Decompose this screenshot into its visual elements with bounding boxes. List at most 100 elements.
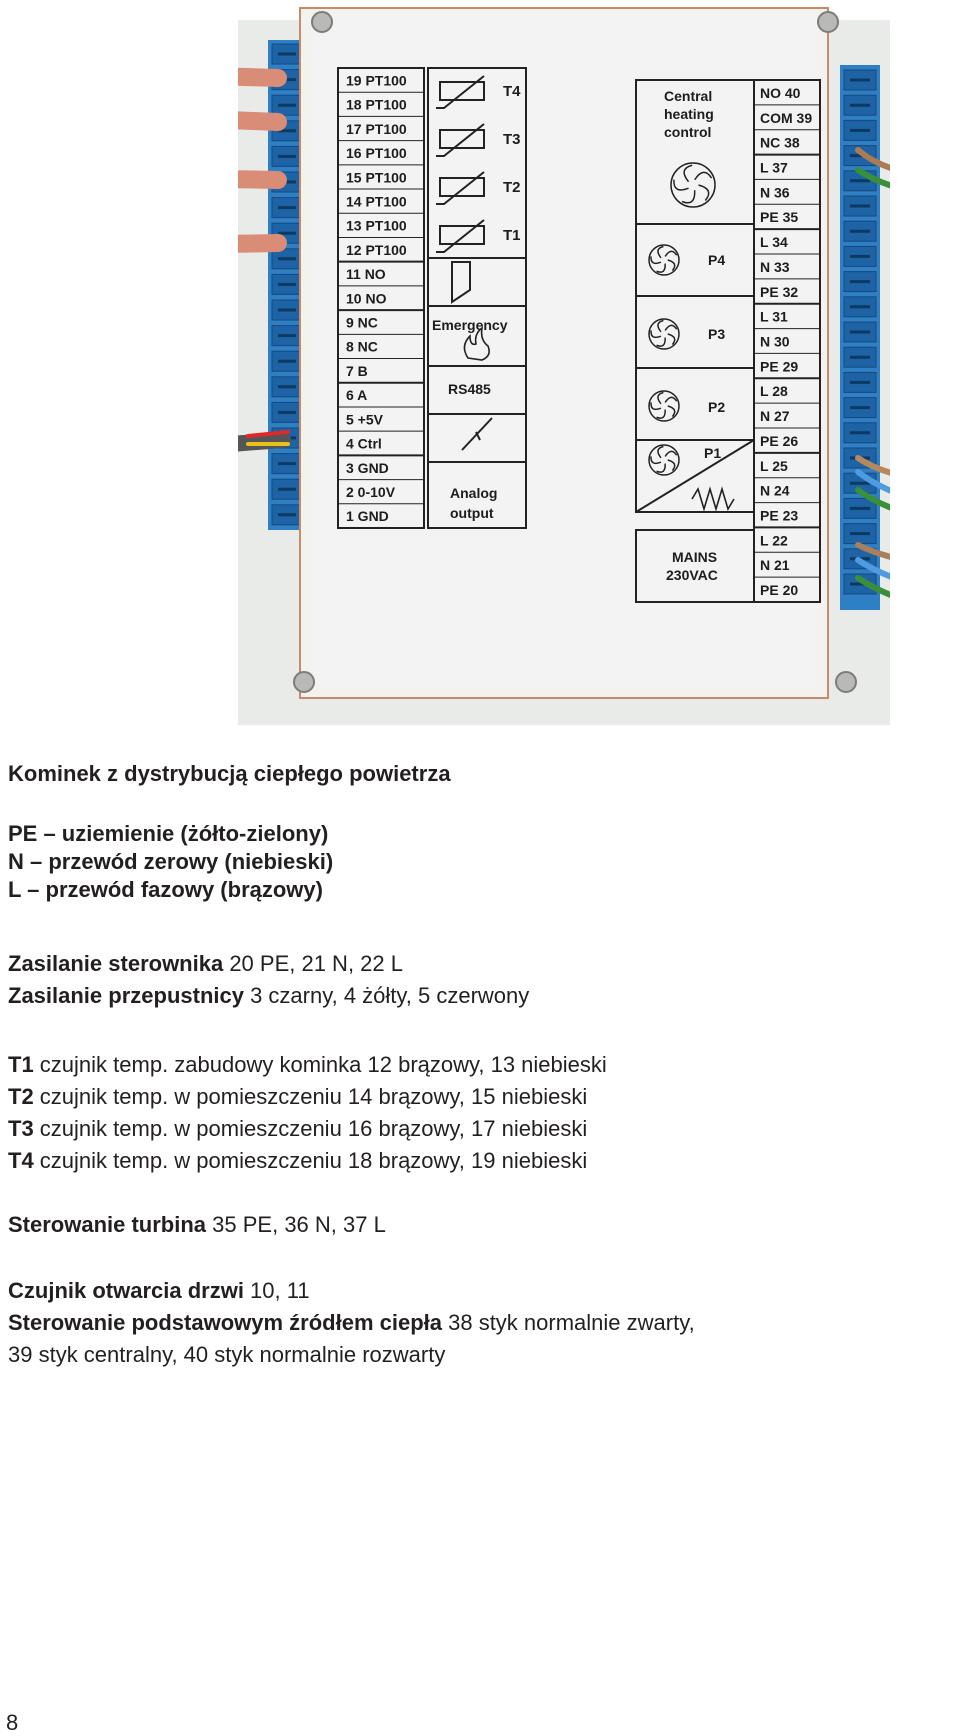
fan-icon <box>648 318 680 350</box>
fan-blade <box>656 463 666 473</box>
right-terminal-label: N 21 <box>760 557 790 573</box>
fan-blade <box>657 445 664 459</box>
fan-icon <box>648 390 680 422</box>
central-heating-label-line2: heating <box>664 106 714 122</box>
central-heating-label-line1: Central <box>664 88 712 104</box>
fan-blade <box>681 190 696 204</box>
fan-blade <box>694 171 713 181</box>
right-terminal-label: L 22 <box>760 532 788 548</box>
legend-pe: PE – uziemienie (żółto-zielony) <box>8 821 329 846</box>
fan-icon <box>670 162 716 208</box>
fan-blade <box>650 330 662 339</box>
fan-blade <box>650 256 662 265</box>
power-label: Zasilanie sterownika <box>8 951 224 976</box>
left-terminal-label: 11 NO <box>346 266 386 282</box>
thermistor-icon <box>439 81 485 101</box>
t3-line: T3 czujnik temp. w pomieszczeniu 16 brąz… <box>8 1115 587 1143</box>
damper-value: 3 czarny, 4 żółty, 5 czerwony <box>243 983 530 1008</box>
fan-icon <box>648 244 680 276</box>
fan-blade <box>650 402 662 411</box>
fan-blade <box>667 459 676 472</box>
legend-l: L – przewód fazowy (brązowy) <box>8 877 323 902</box>
left-terminal-label: 15 PT100 <box>346 169 407 185</box>
turbine-line: Sterowanie turbina 35 PE, 36 N, 37 L <box>8 1211 386 1239</box>
right-terminal-label: L 31 <box>760 309 788 325</box>
fan-blade <box>656 337 666 347</box>
right-terminal-label: L 28 <box>760 383 788 399</box>
right-terminal-label: PE 29 <box>760 358 798 374</box>
fan-blade <box>664 396 678 403</box>
t4-value: czujnik temp. w pomieszczeniu 18 brązowy… <box>33 1148 588 1173</box>
fan-blade <box>664 324 678 331</box>
t2-line: T2 czujnik temp. w pomieszczeniu 14 brąz… <box>8 1083 587 1111</box>
source-line: Sterowanie podstawowym źródłem ciepła 38… <box>8 1309 695 1337</box>
left-terminal-label: 12 PT100 <box>346 242 407 258</box>
fan-blade <box>656 263 666 273</box>
fan-blade <box>664 250 678 257</box>
left-terminal-label: 13 PT100 <box>346 218 407 234</box>
thermistor-icon <box>439 177 485 197</box>
source-line-2: 39 styk centralny, 40 styk normalnie roz… <box>8 1342 446 1367</box>
fan-blade <box>657 245 664 259</box>
left-terminal-label: 19 PT100 <box>346 72 407 88</box>
legend-n: N – przewód zerowy (niebieski) <box>8 849 334 874</box>
fan-blade <box>673 179 689 191</box>
fan-icon <box>648 444 680 476</box>
power-value: 20 PE, 21 N, 22 L <box>223 951 403 976</box>
sensor-label-t3: T3 <box>503 131 521 148</box>
turbine-value: 35 PE, 36 N, 37 L <box>206 1212 386 1237</box>
pump-label-p4: P4 <box>708 252 725 268</box>
rs485-label: RS485 <box>448 381 491 397</box>
left-terminal-label: 9 NC <box>346 315 378 331</box>
fan-blade <box>667 405 676 418</box>
left-terminal-label: 17 PT100 <box>346 121 407 137</box>
fan-blade <box>683 164 693 183</box>
door-sensor-symbol <box>451 261 471 304</box>
door-line: Czujnik otwarcia drzwi 10, 11 <box>8 1277 310 1305</box>
t2-label: T2 <box>8 1084 34 1109</box>
source-label: Sterowanie podstawowym źródłem ciepła <box>8 1310 442 1335</box>
fan-blade <box>657 391 664 405</box>
analog-output-label-line1: Analog <box>450 485 497 501</box>
page-number: 8 <box>6 1710 19 1735</box>
source-value: 38 styk normalnie zwarty, <box>442 1310 695 1335</box>
left-terminal-label: 1 GND <box>346 508 389 524</box>
thermistor-slash <box>436 123 485 157</box>
heading: Kominek z dystrybucją ciepłego powietrza <box>8 761 451 786</box>
t4-label: T4 <box>8 1148 34 1173</box>
right-terminal-label: N 36 <box>760 184 790 200</box>
door-label: Czujnik otwarcia drzwi <box>8 1278 244 1303</box>
mains-label-line1: MAINS <box>672 549 717 565</box>
damper-label: Zasilanie przepustnicy <box>8 983 244 1008</box>
t2-value: czujnik temp. w pomieszczeniu 14 brązowy… <box>33 1084 588 1109</box>
mains-label-line2: 230VAC <box>666 567 718 583</box>
right-terminal-label: PE 20 <box>760 582 798 598</box>
analog-output-symbol <box>461 417 493 451</box>
right-terminal-label: PE 26 <box>760 433 798 449</box>
left-terminal-label: 8 NC <box>346 339 378 355</box>
turbine-label: Sterowanie turbina <box>8 1212 207 1237</box>
analog-output-label-line2: output <box>450 505 494 521</box>
flame-icon <box>463 326 490 361</box>
pump-label-p3: P3 <box>708 326 725 342</box>
right-terminal-label: L 34 <box>760 234 788 250</box>
t3-value: czujnik temp. w pomieszczeniu 16 brązowy… <box>33 1116 588 1141</box>
right-terminal-label: N 24 <box>760 483 790 499</box>
t1-label: T1 <box>8 1052 34 1077</box>
thermistor-slash <box>436 75 485 109</box>
left-terminal-label: 4 Ctrl <box>346 436 382 452</box>
fan-blade <box>667 333 676 346</box>
left-terminal-label: 2 0-10V <box>346 484 396 500</box>
left-terminal-label: 7 B <box>346 363 368 379</box>
pump-label-p2: P2 <box>708 399 725 415</box>
fan-blade <box>698 184 710 201</box>
door-value: 10, 11 <box>243 1278 310 1303</box>
t1-line: T1 czujnik temp. zabudowy kominka 12 brą… <box>8 1051 607 1079</box>
right-terminal-label: N 30 <box>760 333 790 349</box>
label-sticker <box>312 14 817 689</box>
damper-line: Zasilanie przepustnicy 3 czarny, 4 żółty… <box>8 982 529 1010</box>
left-terminal-label: 3 GND <box>346 460 389 476</box>
